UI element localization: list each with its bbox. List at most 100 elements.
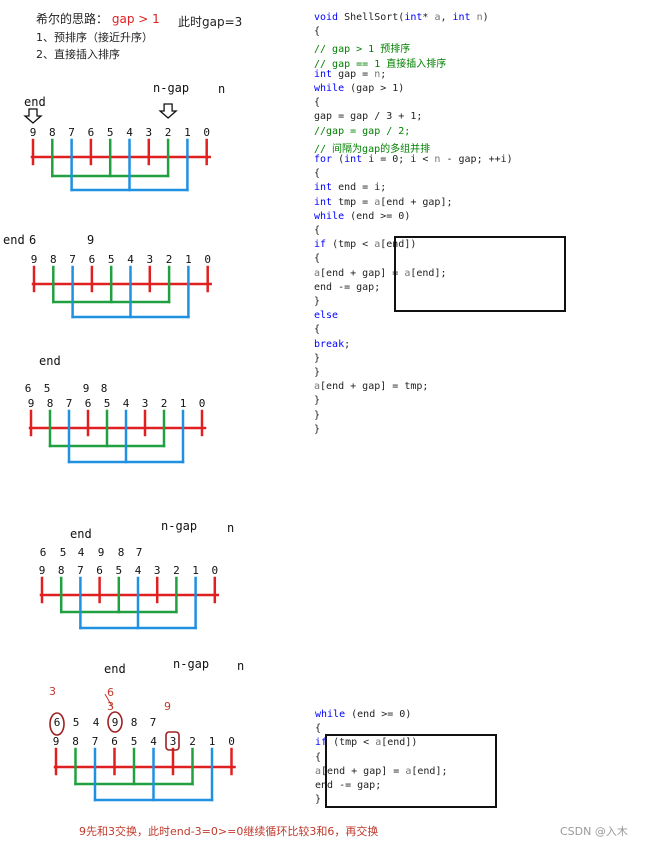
d2-digit: 2 bbox=[166, 253, 173, 266]
code-line: } bbox=[314, 423, 321, 435]
code-line: if (tmp < a[end]) bbox=[315, 737, 418, 749]
code-line: // 间隔为gap的多组并排 bbox=[314, 143, 431, 155]
title-gap: gap > 1 bbox=[111, 12, 160, 26]
d5-tmp-digit: 9 bbox=[112, 716, 119, 729]
d5-strike bbox=[104, 693, 114, 709]
d4-tmp-digit: 5 bbox=[60, 546, 67, 559]
d5-digit: 7 bbox=[92, 735, 99, 748]
d1-digit: 9 bbox=[30, 126, 37, 139]
code-line: } bbox=[314, 296, 321, 307]
d3-digit: 6 bbox=[85, 397, 92, 410]
d5-digit: 0 bbox=[228, 735, 235, 748]
d3-digit: 0 bbox=[199, 397, 206, 410]
d2-digit: 3 bbox=[146, 253, 153, 266]
d4-digit: 2 bbox=[173, 564, 180, 577]
d5-digit: 1 bbox=[209, 735, 216, 748]
step-2-note: 2、直接插入排序 bbox=[36, 48, 120, 61]
d3-end-label: end bbox=[39, 354, 61, 368]
step-1-note: 1、预排序（接近升序） bbox=[36, 31, 153, 44]
code-line: break; bbox=[314, 338, 351, 350]
code-line: while (end >= 0) bbox=[315, 709, 412, 720]
d1-ngap-label: n-gap bbox=[153, 81, 190, 95]
d5-end-label: end bbox=[104, 662, 126, 676]
d5-tmp-digit: 4 bbox=[93, 716, 100, 729]
d4-tmp-digit: 4 bbox=[78, 546, 85, 559]
d4-tmp-digit: 8 bbox=[118, 546, 125, 559]
d2-digit: 4 bbox=[127, 253, 134, 266]
d5-circle-6 bbox=[49, 712, 65, 736]
code-line: end -= gap; bbox=[315, 780, 382, 791]
code-line: a[end + gap] = tmp; bbox=[314, 381, 429, 393]
d3-digit: 3 bbox=[142, 397, 149, 410]
d2-digit: 9 bbox=[31, 253, 38, 266]
d3-digit: 7 bbox=[66, 397, 73, 410]
code-line: int end = i; bbox=[314, 182, 387, 194]
d4-digit: 6 bbox=[96, 564, 103, 577]
d5-tmp-digit: 6 bbox=[54, 716, 61, 729]
d3-tmp-digit: 9 bbox=[83, 382, 90, 395]
d2-9-label: 9 bbox=[87, 233, 95, 247]
d1-digit: 4 bbox=[126, 126, 133, 139]
code-line: while (end >= 0) bbox=[314, 210, 411, 222]
d3-tmp-digit: 5 bbox=[44, 382, 51, 395]
d5-tmp-digit: 7 bbox=[150, 716, 157, 729]
d3-digit: 2 bbox=[161, 397, 168, 410]
d5-digit: 8 bbox=[72, 735, 79, 748]
d2-digit: 0 bbox=[204, 253, 211, 266]
d4-digit: 8 bbox=[58, 564, 65, 577]
d4-digit: 5 bbox=[115, 564, 122, 577]
code-line: else bbox=[314, 310, 339, 322]
gap-value-note: 此时gap=3 bbox=[178, 15, 243, 29]
d5-ngap-label: n-gap bbox=[173, 657, 210, 671]
d4-tmp-digit: 9 bbox=[98, 546, 105, 559]
d3-tmp-digit: 8 bbox=[101, 382, 108, 395]
d4-digit: 1 bbox=[192, 564, 199, 577]
code-line: { bbox=[315, 751, 322, 763]
d3-digit: 1 bbox=[180, 397, 187, 410]
code-line: { bbox=[314, 168, 321, 180]
d2-digit: 7 bbox=[69, 253, 76, 266]
d5-circle-9 bbox=[107, 711, 123, 733]
code-line: void ShellSort(int* a, int n) bbox=[314, 12, 489, 23]
d4-ngap-label: n-gap bbox=[161, 519, 198, 533]
d4-digit: 0 bbox=[211, 564, 218, 577]
code-line: gap = gap / 3 + 1; bbox=[314, 111, 423, 123]
d3-digit: 4 bbox=[123, 397, 130, 410]
code-line: } bbox=[314, 367, 321, 378]
d2-6-label: 6 bbox=[29, 233, 37, 247]
d4-digit: 3 bbox=[154, 564, 161, 577]
code-line: // gap > 1 预排序 bbox=[314, 44, 411, 56]
d1-digit: 0 bbox=[203, 126, 210, 139]
d5-digit: 5 bbox=[131, 735, 138, 748]
d5-digit: 4 bbox=[150, 735, 157, 748]
d3-tmp-digit: 6 bbox=[25, 382, 32, 395]
d4-digit: 7 bbox=[77, 564, 84, 577]
d2-digit: 6 bbox=[89, 253, 96, 266]
code-line: end -= gap; bbox=[314, 281, 381, 293]
code-line: int gap = n; bbox=[314, 68, 387, 80]
code-line: } bbox=[314, 395, 321, 407]
code-line: int tmp = a[end + gap]; bbox=[314, 196, 453, 208]
code-line: for (int i = 0; i < n - gap; ++i) bbox=[314, 154, 513, 165]
d5-n-label: n bbox=[237, 659, 245, 673]
notes-title: 希尔的思路： gap > 1 bbox=[36, 10, 160, 27]
d4-end-label: end bbox=[70, 527, 92, 541]
d4-n-label: n bbox=[227, 521, 235, 535]
d5-anno-3: 3 bbox=[49, 685, 56, 698]
d5-digit: 3 bbox=[170, 735, 177, 748]
d1-ngap-arrow bbox=[158, 103, 178, 119]
if-block-highlight bbox=[394, 236, 566, 312]
d1-n-label: n bbox=[218, 82, 226, 96]
watermark: CSDN @入木 bbox=[560, 825, 628, 838]
d5-digit: 6 bbox=[111, 735, 118, 748]
code-line: { bbox=[314, 225, 321, 236]
code-line: } bbox=[314, 352, 321, 364]
code-line: { bbox=[315, 723, 322, 735]
d5-anno-3b: 3 bbox=[107, 700, 114, 713]
code-line: a[end + gap] = a[end]; bbox=[315, 765, 448, 777]
d3-digit: 8 bbox=[47, 397, 54, 410]
d3-digit: 9 bbox=[28, 397, 35, 410]
d5-digit: 2 bbox=[189, 735, 196, 748]
d3-digit: 5 bbox=[104, 397, 111, 410]
d5-box-3 bbox=[165, 731, 180, 751]
